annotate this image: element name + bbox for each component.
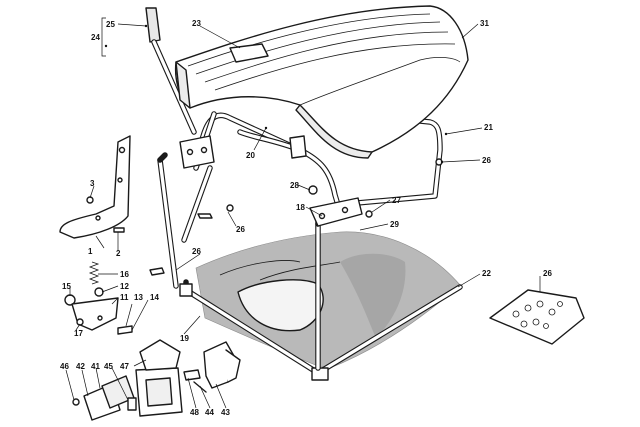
callout-18: 18 bbox=[296, 203, 305, 212]
lower-hardware bbox=[72, 339, 241, 421]
callout-21: 21 bbox=[484, 123, 493, 132]
lever-handle bbox=[145, 7, 197, 135]
hardware-kit bbox=[489, 289, 585, 345]
side-bracket bbox=[59, 135, 131, 239]
callout-14: 14 bbox=[150, 293, 159, 302]
grass-bag bbox=[195, 231, 461, 369]
bag-frame-base bbox=[179, 279, 463, 381]
callout-20: 20 bbox=[246, 151, 255, 160]
bag-lid bbox=[174, 5, 469, 159]
callout-28: 28 bbox=[290, 181, 299, 190]
callout-17: 17 bbox=[74, 329, 83, 338]
callout-15: 15 bbox=[62, 282, 71, 291]
callout-45: 45 bbox=[104, 362, 113, 371]
callout-3: 3 bbox=[90, 179, 95, 188]
callout-19: 19 bbox=[180, 334, 189, 343]
callout-labels: 25 24 23 31 21 26 20 28 27 18 29 3 26 1 … bbox=[60, 19, 552, 417]
callout-48: 48 bbox=[190, 408, 199, 417]
callout-12: 12 bbox=[120, 282, 129, 291]
callout-26-right: 26 bbox=[482, 156, 491, 165]
callout-46: 46 bbox=[60, 362, 69, 371]
callout-13: 13 bbox=[134, 293, 143, 302]
callout-24: 24 bbox=[91, 33, 100, 42]
bracket-24-brace bbox=[101, 17, 106, 57]
callout-2: 2 bbox=[116, 249, 121, 258]
callout-44: 44 bbox=[205, 408, 214, 417]
callout-41: 41 bbox=[91, 362, 100, 371]
leader-dots bbox=[104, 24, 448, 164]
callout-29: 29 bbox=[390, 220, 399, 229]
latch-assembly bbox=[64, 261, 133, 335]
leader-lines bbox=[65, 23, 541, 409]
callout-22: 22 bbox=[482, 269, 491, 278]
callout-42: 42 bbox=[76, 362, 85, 371]
callout-16: 16 bbox=[120, 270, 129, 279]
callout-1: 1 bbox=[88, 247, 93, 256]
callout-11: 11 bbox=[120, 293, 129, 302]
callout-26-mid: 26 bbox=[236, 225, 245, 234]
callout-23: 23 bbox=[192, 19, 201, 28]
callout-27: 27 bbox=[392, 196, 401, 205]
callout-47: 47 bbox=[120, 362, 129, 371]
hinge-brackets bbox=[149, 135, 443, 276]
callout-26-left: 26 bbox=[192, 247, 201, 256]
callout-26-kit: 26 bbox=[543, 269, 552, 278]
callout-31: 31 bbox=[480, 19, 489, 28]
callout-25: 25 bbox=[106, 20, 115, 29]
callout-43: 43 bbox=[221, 408, 230, 417]
